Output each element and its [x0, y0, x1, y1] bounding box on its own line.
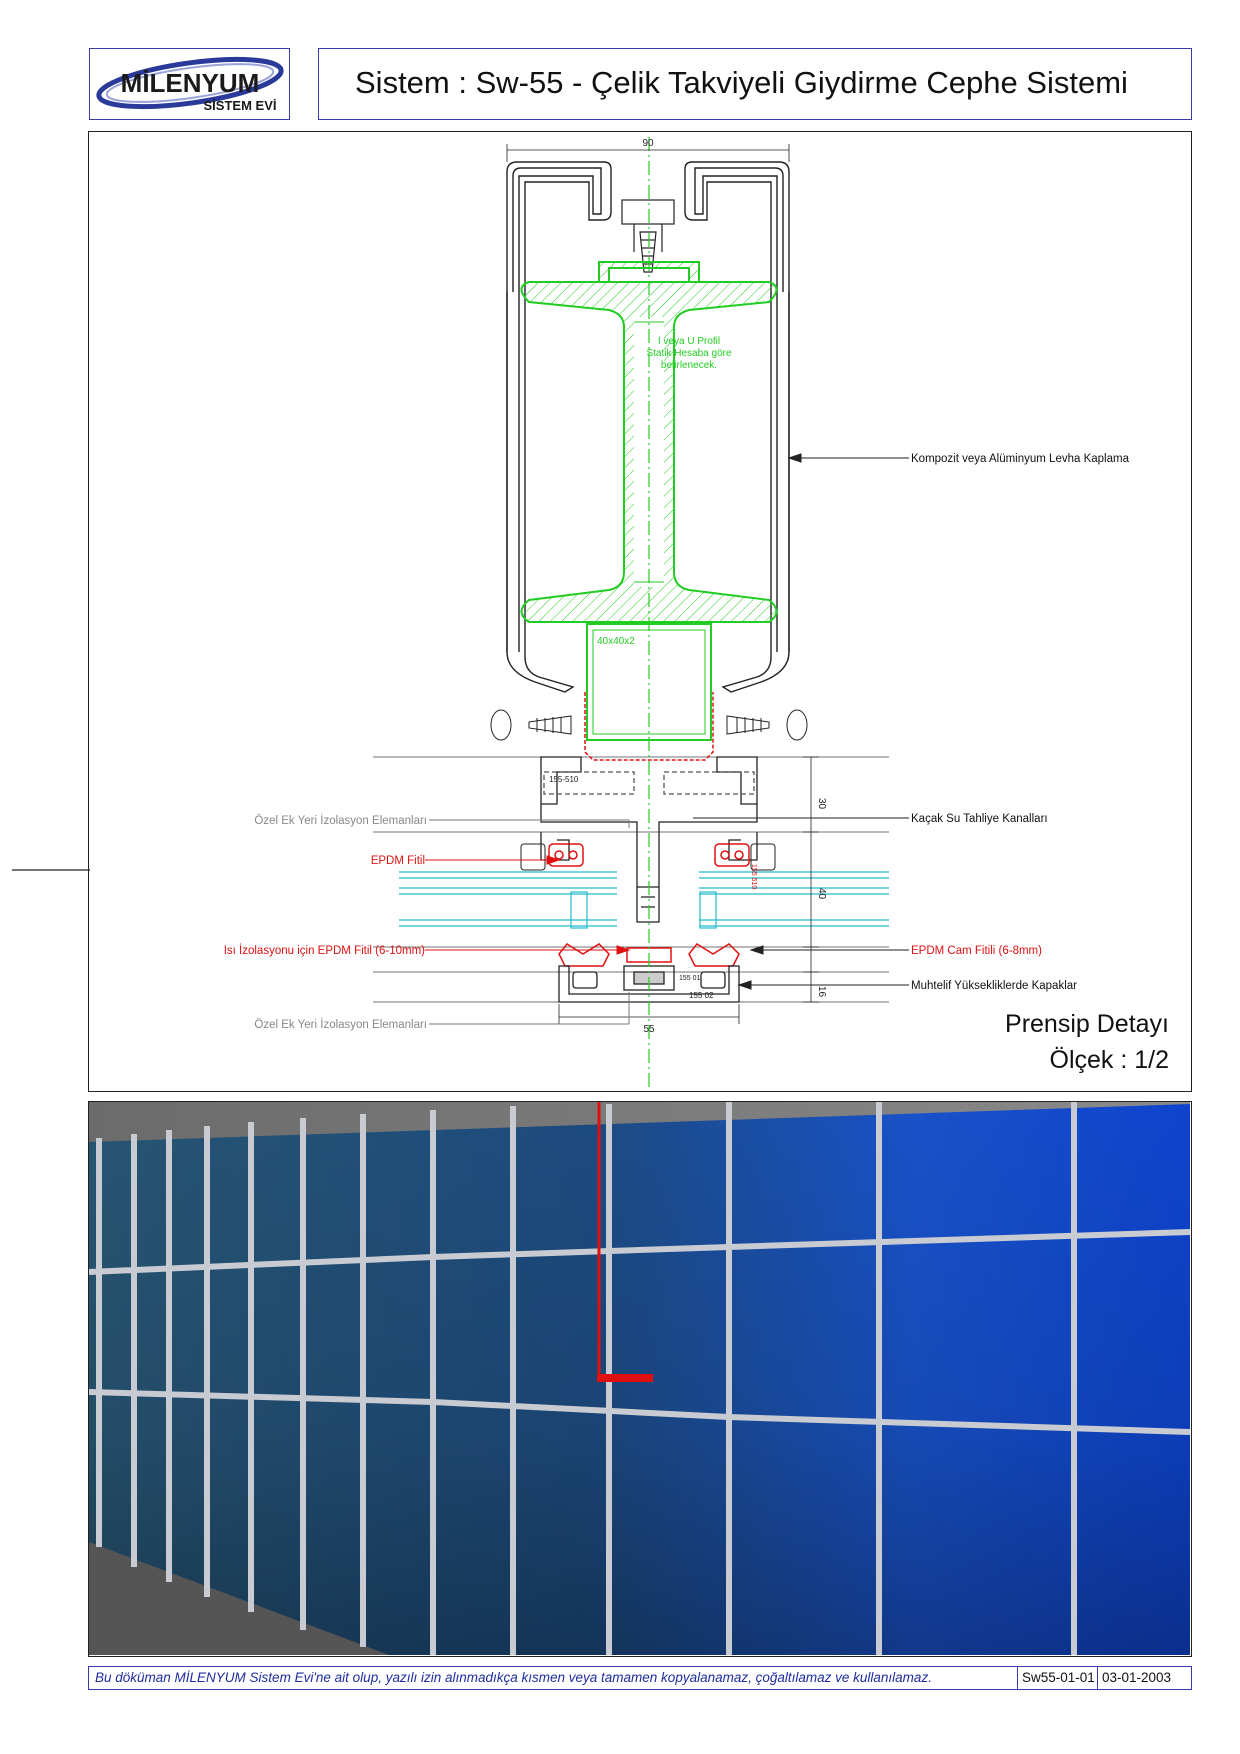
label-joint-top: Özel Ek Yeri İzolasyon Elemanları — [254, 814, 427, 827]
profile-code-1: 155-510 — [549, 775, 579, 784]
label-joint-bottom: Özel Ek Yeri İzolasyon Elemanları — [254, 1018, 427, 1031]
tube-label: 40x40x2 — [597, 636, 635, 647]
dimension-lines — [506, 144, 819, 1024]
logo-wordmark: MİLENYUM — [121, 68, 260, 98]
section-drawing: I veya U Profil Statik Hesaba göre belir… — [88, 131, 1192, 1092]
facade-render-svg — [89, 1102, 1191, 1655]
steel-note-line-2: Statik Hesaba göre — [646, 348, 731, 359]
red-leader-lines — [425, 855, 631, 955]
dim-16: 16 — [816, 986, 827, 998]
caption-title: Prensip Detayı — [1005, 1010, 1169, 1038]
label-epdm: EPDM Fitil — [371, 855, 425, 867]
document-date: 03-01-2003 — [1097, 1667, 1192, 1689]
facade-render — [88, 1101, 1192, 1657]
profile-code-2: 155 02 — [689, 991, 714, 1000]
glass-lines — [399, 871, 889, 929]
label-composite: Kompozit veya Alüminyum Levha Kaplama — [911, 453, 1130, 465]
profile-code-4: 155 510 — [750, 864, 757, 889]
label-glass-gasket: EPDM Cam Fitili (6-8mm) — [911, 945, 1042, 957]
title-box: Sistem : Sw-55 - Çelik Takviyeli Giydirm… — [318, 48, 1192, 120]
curtain-wall-section-svg: I veya U Profil Statik Hesaba göre belir… — [224, 137, 1170, 1090]
dim-30: 30 — [816, 798, 827, 810]
steel-note-line-3: belirlenecek. — [661, 360, 717, 371]
logo-box: MİLENYUM SİSTEM EVİ — [89, 48, 290, 120]
glass-gasket-black — [520, 843, 776, 871]
red-seal-line — [584, 692, 714, 761]
facade-transoms — [89, 1229, 1191, 1435]
page-title: Sistem : Sw-55 - Çelik Takviyeli Giydirm… — [355, 65, 1128, 100]
side-screws — [490, 709, 808, 741]
profile-code-3: 155 01 — [679, 975, 701, 982]
document-code: Sw55-01-01 — [1017, 1667, 1098, 1689]
dim-40: 40 — [816, 888, 827, 900]
logo-subtext: SİSTEM EVİ — [204, 98, 277, 113]
caption-scale: Ölçek : 1/2 — [1050, 1046, 1170, 1074]
margin-line — [12, 869, 90, 871]
cladding-panels — [506, 161, 790, 693]
steel-note-line-1: I veya U Profil — [658, 336, 720, 347]
dim-bottom-width: 55 — [643, 1024, 655, 1035]
label-thermal: Isı İzolasyonu için EPDM Fitil (6-10mm) — [224, 944, 425, 957]
red-section-flag — [597, 1374, 653, 1382]
aluminium-mullion — [540, 756, 758, 923]
leader-lines — [429, 453, 909, 1025]
ground-slab — [89, 1542, 389, 1655]
copyright-note: Bu döküman MİLENYUM Sistem Evi'ne ait ol… — [95, 1670, 932, 1685]
dim-top-width: 90 — [642, 138, 654, 149]
footer: Bu döküman MİLENYUM Sistem Evi'ne ait ol… — [88, 1666, 1192, 1690]
label-caps: Muhtelif Yüksekliklerde Kapaklar — [911, 980, 1077, 992]
label-water-drain: Kaçak Su Tahliye Kanalları — [911, 813, 1048, 825]
company-logo: MİLENYUM SİSTEM EVİ — [96, 56, 284, 113]
